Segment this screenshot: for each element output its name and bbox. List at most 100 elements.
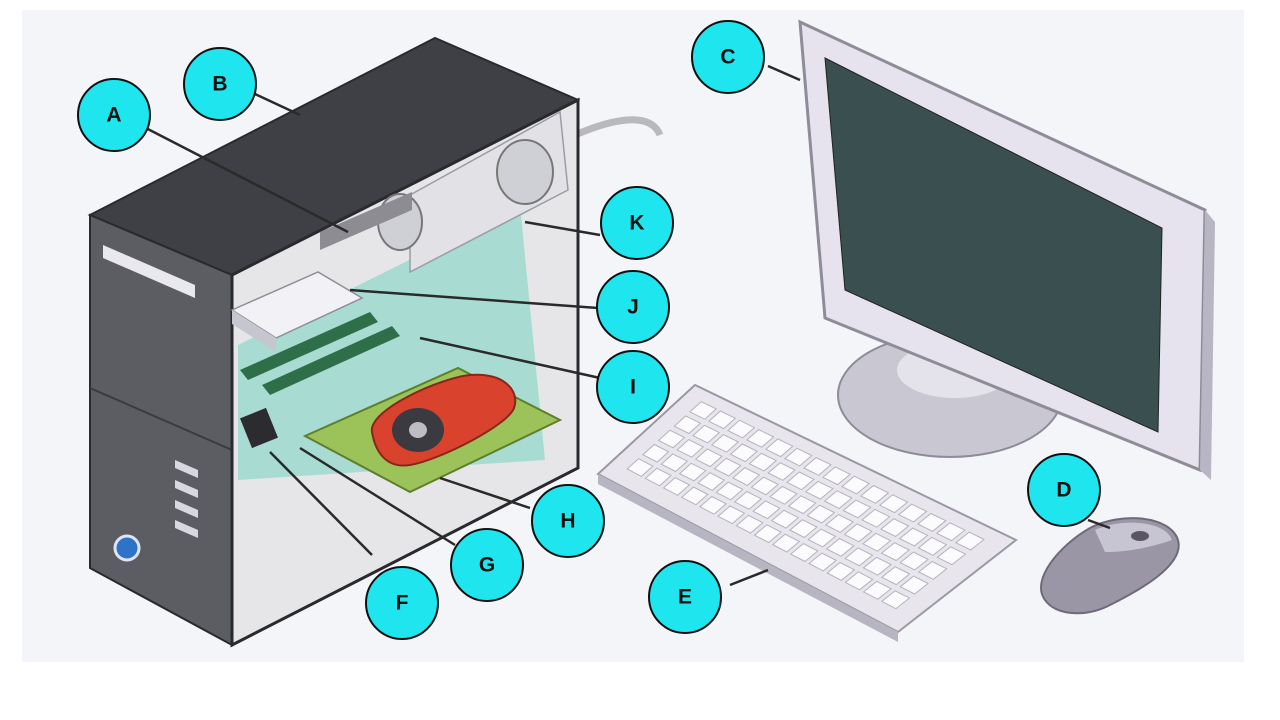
callout-label-g: G [479,554,495,577]
keyboard [596,383,1018,642]
keyboard-key [843,523,873,543]
monitor-side [1200,210,1215,480]
keyboard-key [662,476,691,496]
keyboard-key [765,438,794,458]
callout-circle-f [365,566,439,640]
keyboard-key [917,536,948,556]
callout-label-d: D [1056,479,1071,502]
keyboard-key [642,443,670,463]
callout-circle-j [596,270,670,344]
keyboard-key [769,485,798,505]
keyboard-key [699,495,727,515]
ram-module-1 [240,312,378,380]
callout-label-b: B [212,73,227,96]
callout-circle-g [450,528,524,602]
keyboard-key [715,481,744,501]
callout-k: K [600,186,674,260]
system-unit [87,36,581,648]
drive-bay [320,192,412,250]
keyboard-key [694,448,723,468]
keyboard-key [713,457,742,477]
keyboard-key [825,537,855,557]
callout-label-c: C [720,46,735,69]
keyboard-key [842,499,872,519]
callout-j: J [596,270,670,344]
keyboard-key [660,453,689,473]
callout-c: C [691,20,765,94]
keyboard-key [862,580,892,600]
callout-d: D [1027,453,1101,527]
keyboard-key [880,590,911,610]
leader-line-d [1087,518,1111,530]
leader-line-a [139,123,349,234]
power-button [113,534,141,562]
optical-drive-slot [103,245,195,298]
keyboard-key [844,571,874,591]
keyboard-key [787,495,817,515]
front-port-2 [175,480,198,498]
keyboard-key [897,503,928,523]
callout-label-a: A [106,104,121,127]
callout-label-h: H [560,510,575,533]
keyboard-key [727,419,756,439]
mouse-scroll-wheel [1131,531,1149,541]
callout-circle-a [77,78,151,152]
keyboard-key [862,532,892,552]
keyboard-key [746,429,775,448]
keyboard-key [826,561,856,581]
keyboard-key [784,447,813,467]
leader-line-b [254,92,301,117]
monitor [798,19,1215,480]
callout-circle-e [648,560,722,634]
keyboard-key [767,462,796,481]
graphics-card-fan-hub [409,422,427,438]
keyboard-key [880,566,911,586]
callout-circle-b [183,47,257,121]
keyboard-key [717,505,746,525]
callout-label-e: E [678,586,692,609]
keyboard-key [644,467,672,487]
keyboard-key [917,560,948,580]
keyboard-key [861,508,891,528]
keyboard-key [729,443,758,463]
processor [230,271,364,339]
keyboard-key [862,556,892,576]
callout-i: I [596,350,670,424]
keyboard-key [752,500,781,520]
keyboard-key [898,527,929,547]
keyboard-key [935,522,966,542]
keyboard-key [697,472,726,492]
keyboard-key [732,467,761,486]
processor-side [232,310,276,352]
keyboard-key [880,542,911,562]
front-port-3 [175,500,198,518]
leader-line-k [524,220,601,237]
power-cable [573,116,664,139]
keyboard-key [657,429,686,449]
keyboard-key [735,514,764,534]
keyboard-key [899,575,929,595]
keyboard-key [786,471,815,491]
keyboard-key [899,551,929,571]
keyboard-key [710,434,740,453]
leader-lines [139,64,1111,587]
keyboard-key [804,480,834,500]
leader-line-h [439,476,531,510]
callout-label-i: I [630,376,636,399]
callout-circle-h [531,484,605,558]
keyboard-key [626,458,654,478]
keyboard-key [678,462,707,482]
keyboard-key [807,528,837,548]
front-port-1 [175,460,198,478]
leader-line-c [767,64,801,82]
callout-h: H [531,484,605,558]
callout-circle-d [1027,453,1101,527]
callout-label-j: J [627,296,639,319]
front-port-4 [175,520,198,538]
keyboard-key [753,524,782,544]
chipset [240,407,278,449]
keyboard-key [676,439,705,458]
keyboard-key [708,410,737,430]
keyboard-key [824,514,855,533]
